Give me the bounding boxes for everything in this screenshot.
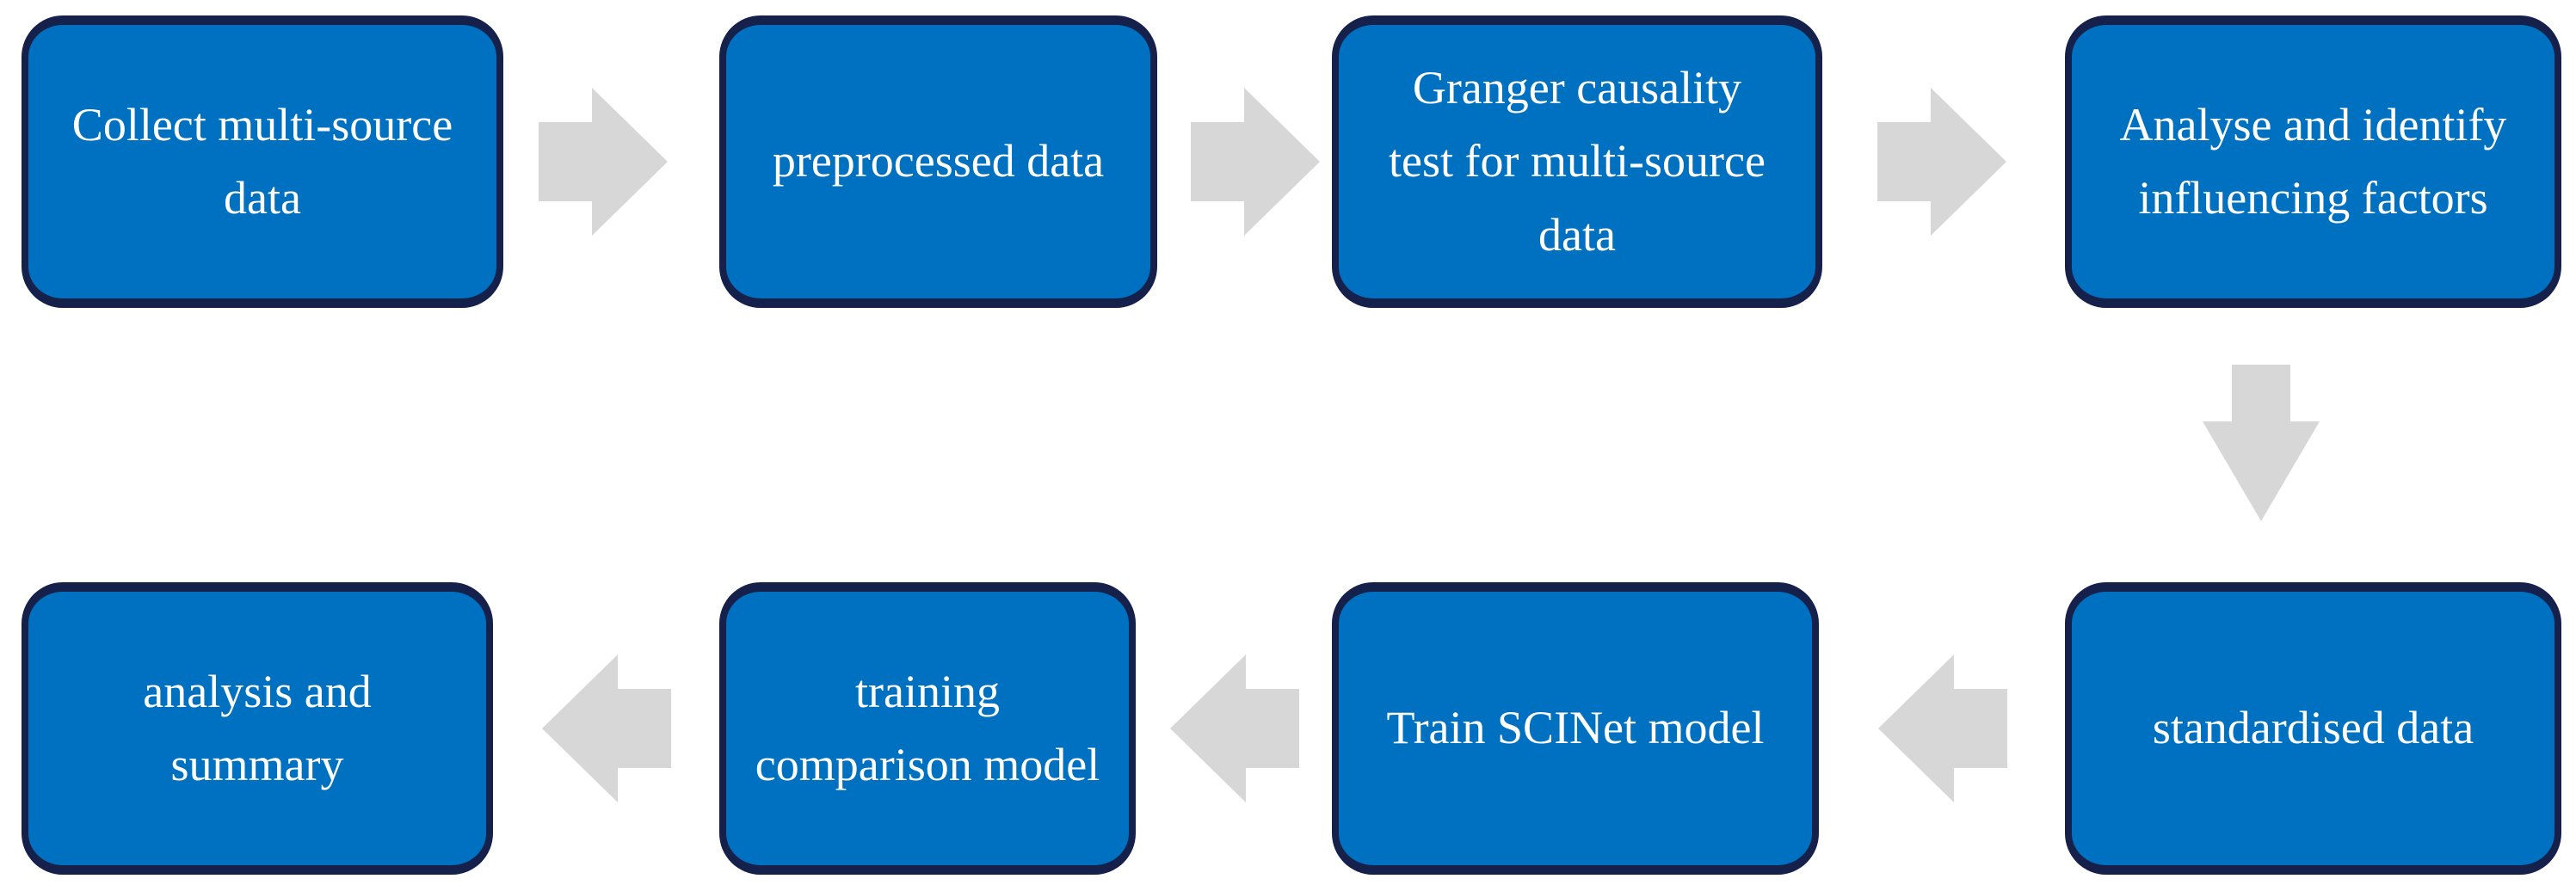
node-label: Collect multi-source data <box>71 98 453 224</box>
node-collect-multi-source-data: Collect multi-source data <box>22 15 503 308</box>
node-analyse-identify-factors: Analyse and identify influencing factors <box>2065 15 2561 308</box>
node-standardised-data: standardised data <box>2065 582 2561 875</box>
node-granger-causality-test: Granger causality test for multi-source … <box>1332 15 1822 308</box>
node-label: preprocessed data <box>772 135 1105 187</box>
arrow-right-icon-3 <box>1877 86 2008 237</box>
arrow-left-icon-3 <box>540 653 671 804</box>
node-label: training comparison model <box>755 665 1100 790</box>
arrow-down-icon <box>2203 365 2320 523</box>
node-label: Granger causality test for multi-source … <box>1389 62 1766 261</box>
node-label: standardised data <box>2152 702 2474 754</box>
node-train-scinet-model: Train SCINet model <box>1332 582 1819 875</box>
arrow-left-icon-2 <box>1168 653 1299 804</box>
node-label: analysis and summary <box>143 665 372 790</box>
arrow-right-icon-2 <box>1191 86 1322 237</box>
node-label: Train SCINet model <box>1386 702 1765 754</box>
arrow-left-icon-1 <box>1877 653 2007 804</box>
node-training-comparison-model: training comparison model <box>719 582 1136 875</box>
node-analysis-and-summary: analysis and summary <box>22 582 493 875</box>
node-label: Analyse and identify influencing factors <box>2119 98 2507 224</box>
node-preprocessed-data: preprocessed data <box>719 15 1157 308</box>
arrow-right-icon-1 <box>539 86 669 237</box>
